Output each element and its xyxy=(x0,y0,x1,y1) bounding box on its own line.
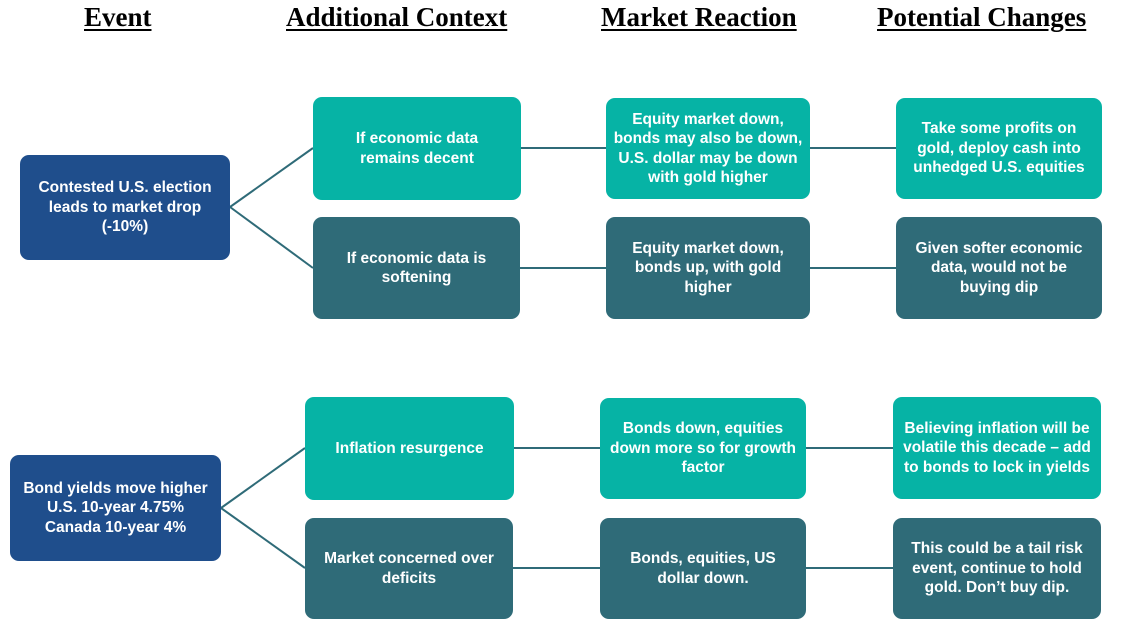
change-box-data-decent: Take some profits on gold, deploy cash i… xyxy=(896,98,1102,199)
connector-s1-event-to-b xyxy=(229,206,314,269)
event-text-line-1: Bond yields move higher xyxy=(23,479,208,497)
header-event: Event xyxy=(84,2,152,32)
change-text: This could be a tail risk event, continu… xyxy=(911,540,1083,597)
connector-s2-event-to-b xyxy=(220,507,306,569)
context-box-data-decent: If economic data remains decent xyxy=(313,97,521,200)
event-text-line-3: Canada 10-year 4% xyxy=(44,518,187,536)
context-box-inflation: Inflation resurgence xyxy=(305,397,514,500)
reaction-box-data-softening: Equity market down, bonds up, with gold … xyxy=(606,217,810,319)
change-box-deficits: This could be a tail risk event, continu… xyxy=(893,518,1101,619)
reaction-box-deficits: Bonds, equities, US dollar down. xyxy=(600,518,806,619)
change-box-inflation: Believing inflation will be volatile thi… xyxy=(893,397,1101,499)
reaction-text: Bonds, equities, US dollar down. xyxy=(630,550,776,587)
change-text: Take some profits on gold, deploy cash i… xyxy=(913,120,1085,177)
reaction-text: Equity market down, bonds up, with gold … xyxy=(632,239,784,296)
context-text: If economic data is softening xyxy=(346,249,487,287)
header-additional-context: Additional Context xyxy=(286,2,508,32)
context-box-deficits: Market concerned over deficits xyxy=(305,518,513,619)
change-text: Believing inflation will be volatile thi… xyxy=(903,419,1091,476)
header-potential-changes: Potential Changes xyxy=(877,2,1087,32)
event-box-contested-election: Contested U.S. election leads to market … xyxy=(20,155,230,260)
reaction-box-inflation: Bonds down, equities down more so for gr… xyxy=(600,398,806,499)
change-box-data-softening: Given softer economic data, would not be… xyxy=(896,217,1102,319)
connector-s1-event-to-a xyxy=(229,147,314,208)
event-text: Contested U.S. election leads to market … xyxy=(38,179,212,236)
reaction-box-data-decent: Equity market down, bonds may also be do… xyxy=(606,98,810,199)
context-box-data-softening: If economic data is softening xyxy=(313,217,520,319)
event-text-line-2: U.S. 10-year 4.75% xyxy=(46,499,184,517)
header-market-reaction: Market Reaction xyxy=(601,2,797,32)
context-text: Market concerned over deficits xyxy=(324,550,494,587)
context-text: If economic data remains decent xyxy=(355,130,479,167)
event-box-bond-yields: Bond yields move higher U.S. 10-year 4.7… xyxy=(10,455,221,561)
context-text: Inflation resurgence xyxy=(335,439,484,457)
reaction-text: Equity market down, bonds may also be do… xyxy=(613,110,803,187)
reaction-text: Bonds down, equities down more so for gr… xyxy=(610,420,796,477)
change-text: Given softer economic data, would not be… xyxy=(915,239,1083,296)
connector-s2-event-to-a xyxy=(220,447,306,509)
